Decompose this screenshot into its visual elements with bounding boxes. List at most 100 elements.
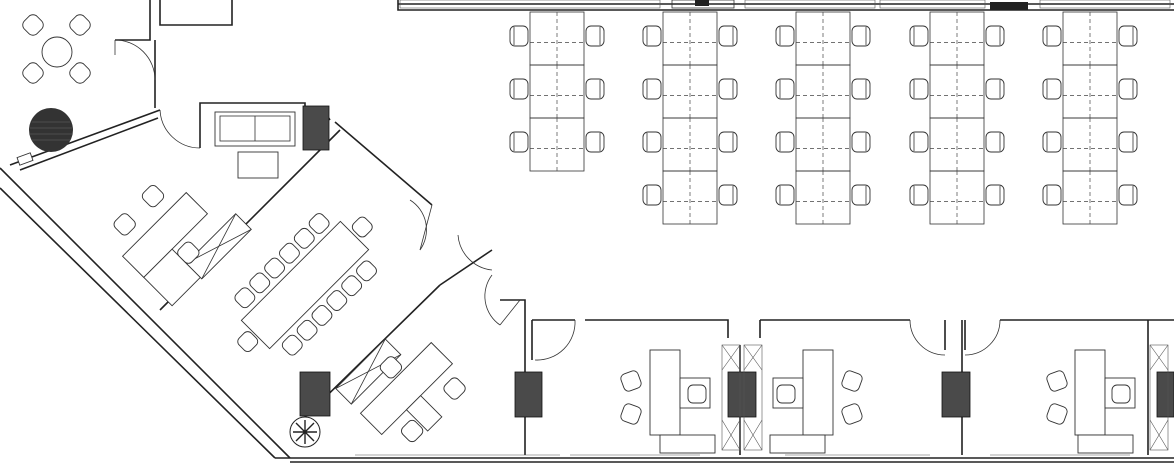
chair-icon [841, 370, 863, 392]
chair-icon [985, 184, 1005, 206]
round-table-icon [41, 36, 73, 68]
office-angled-lower [335, 338, 466, 443]
desk-icon [121, 191, 209, 279]
chair-icon [585, 131, 605, 153]
chair-icon [909, 184, 929, 206]
chair-icon [585, 25, 605, 47]
private-office-2 [743, 344, 863, 454]
desk-icon [929, 170, 985, 225]
desk-icon [1062, 64, 1118, 119]
chair-icon [985, 78, 1005, 100]
workstation-cluster [642, 11, 738, 225]
chair-icon [401, 419, 424, 443]
structural-columns [299, 105, 1174, 418]
workstation-cluster [1042, 11, 1138, 225]
desk-icon [529, 117, 585, 172]
structural-column-icon [727, 371, 757, 418]
chair-icon [718, 25, 738, 47]
chair-icon [326, 290, 348, 311]
desk-icon [1062, 117, 1118, 172]
chair-icon [356, 260, 377, 282]
chair-icon [585, 78, 605, 100]
chair-icon [279, 242, 300, 264]
chair-icon [1118, 184, 1138, 206]
desk-icon [529, 64, 585, 119]
chair-icon [909, 131, 929, 153]
workstation-cluster [775, 11, 871, 225]
structural-column-icon [514, 371, 543, 418]
desk-icon [795, 117, 851, 172]
chair-icon [851, 184, 871, 206]
credenza-icon [1077, 434, 1134, 454]
chair-icon [642, 184, 662, 206]
chair-icon [351, 216, 373, 238]
chair-icon [1118, 131, 1138, 153]
chair-icon [718, 131, 738, 153]
chair-icon [775, 78, 795, 100]
private-office-3 [1046, 344, 1169, 454]
chair-icon [22, 14, 44, 36]
desk-icon [662, 117, 718, 172]
private-office-1 [620, 344, 741, 454]
chair-icon [1042, 131, 1062, 153]
desk-icon [1062, 170, 1118, 225]
lounge [214, 111, 296, 179]
desk-icon [1074, 349, 1106, 436]
chair-icon [1042, 184, 1062, 206]
chair-icon [1042, 25, 1062, 47]
door-swing-icon [409, 199, 427, 251]
conference-table-icon [240, 220, 370, 350]
chair-icon [141, 185, 165, 208]
chair-icon [620, 403, 642, 425]
chair-icon [909, 78, 929, 100]
structural-column-icon [1156, 371, 1174, 418]
chair-icon [985, 131, 1005, 153]
desk-icon [662, 170, 718, 225]
desk-icon [929, 64, 985, 119]
doors [114, 39, 1001, 361]
chair-icon [687, 384, 707, 404]
chair-icon [1042, 78, 1062, 100]
chair-icon [718, 184, 738, 206]
conference-room [234, 213, 377, 356]
structural-column-icon [302, 105, 330, 151]
chair-icon [293, 227, 315, 249]
desk-icon [802, 349, 834, 436]
chair-icon [851, 25, 871, 47]
chair-icon [718, 78, 738, 100]
chair-icon [509, 25, 529, 47]
door-swing-icon [114, 39, 156, 81]
desk-icon [795, 170, 851, 225]
top-windows [399, 0, 1171, 10]
chair-icon [851, 131, 871, 153]
chair-icon [281, 334, 303, 356]
chair-icon [379, 356, 403, 379]
chair-icon [841, 403, 863, 425]
door-swing-icon [457, 234, 493, 271]
chair-icon [909, 25, 929, 47]
chair-icon [341, 275, 363, 297]
structural-column-icon [941, 371, 971, 418]
chair-icon [509, 78, 529, 100]
chair-icon [776, 384, 796, 404]
rug-icon [29, 108, 73, 152]
desk-icon [795, 64, 851, 119]
plant-icon [289, 416, 321, 448]
chair-icon [642, 25, 662, 47]
door-swing-icon [964, 319, 1001, 356]
chair-icon [1111, 384, 1131, 404]
chair-icon [642, 131, 662, 153]
chair-icon [1046, 370, 1068, 392]
desk-icon [529, 11, 585, 66]
door-swing-icon [484, 274, 501, 326]
chair-icon [237, 331, 259, 352]
chair-icon [249, 272, 271, 294]
chair-icon [264, 257, 285, 279]
desk-icon [662, 11, 718, 66]
desk-icon [1062, 11, 1118, 66]
chair-icon [177, 241, 200, 264]
door-swing-icon [534, 319, 576, 361]
chair-icon [308, 213, 330, 234]
desk-icon [662, 64, 718, 119]
chair-icon [985, 25, 1005, 47]
